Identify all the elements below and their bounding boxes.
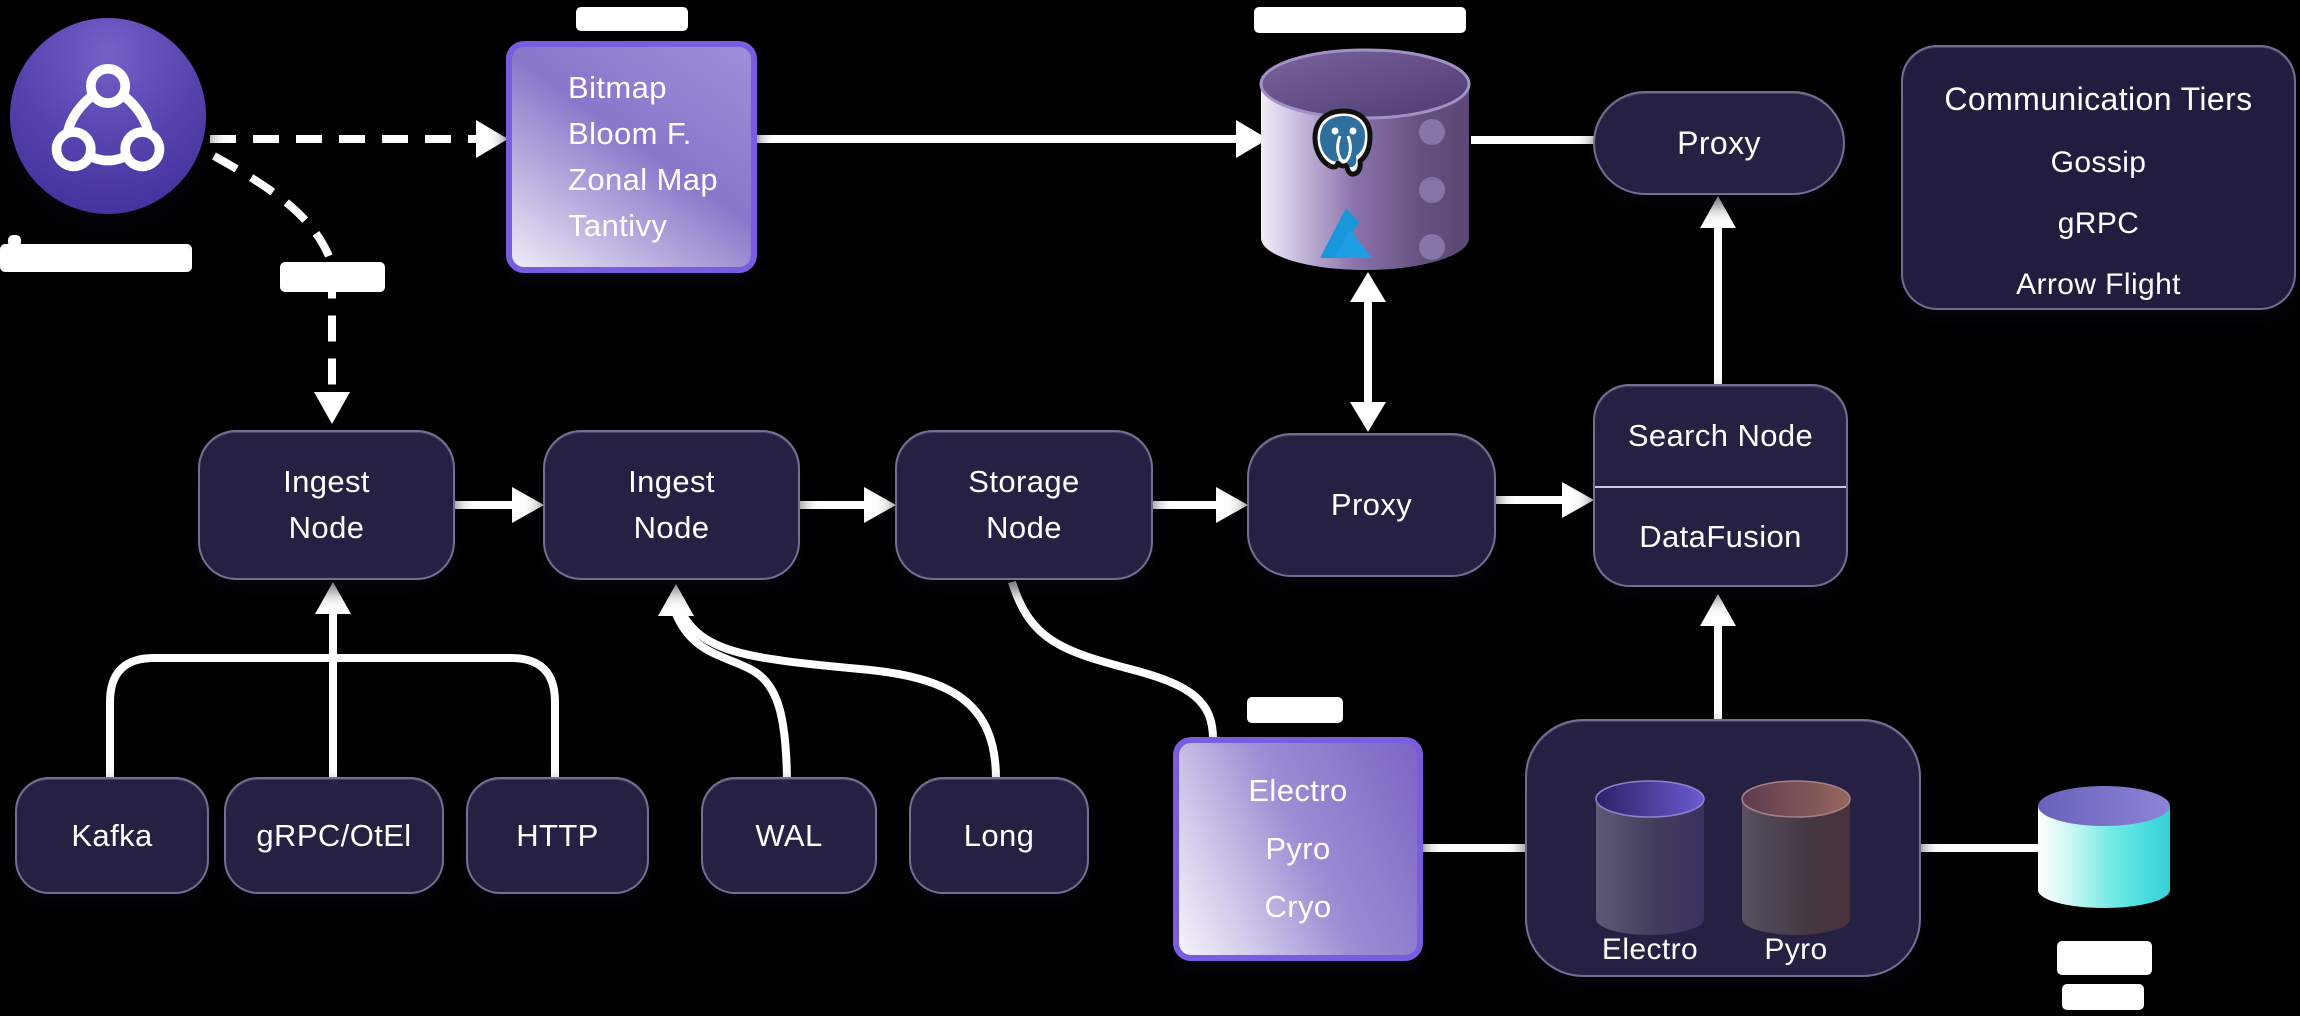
proxy-top-label: Proxy	[1677, 125, 1761, 161]
ingest1-line1: Ingest	[283, 464, 370, 499]
proxy-top-box: Proxy	[1593, 91, 1845, 195]
tier-box: Electro Pyro Cryo	[1173, 737, 1423, 961]
http-label: HTTP	[516, 817, 599, 853]
wal-box: WAL	[701, 777, 877, 894]
storage-line2: Node	[986, 510, 1062, 545]
kafka-label: Kafka	[71, 817, 153, 853]
redacted-label-source	[0, 244, 192, 272]
proxy-mid-box: Proxy	[1247, 433, 1496, 577]
arrowhead-into-proxytop	[1700, 196, 1736, 228]
ingest1-line2: Node	[288, 510, 365, 545]
index-line: Zonal Map	[568, 162, 719, 197]
search-node-top: Search Node	[1595, 386, 1846, 488]
arrowhead-into-datafusion	[1700, 594, 1736, 626]
arrowhead-into-storage	[864, 487, 896, 523]
wire-storage-to-tierbox	[1008, 580, 1217, 740]
ingest2-line2: Node	[633, 510, 710, 545]
storage-node: Storage Node	[895, 430, 1153, 580]
arrowhead-into-ingest2	[512, 487, 544, 523]
redacted-label-tierbox	[1247, 697, 1343, 723]
grpc-otel-label: gRPC/OtEl	[256, 817, 412, 853]
arrowhead-into-proxymid	[1216, 487, 1248, 523]
redacted-label-index	[576, 7, 688, 31]
postgresql-logo	[1312, 108, 1373, 177]
proxy-mid-label: Proxy	[1330, 487, 1413, 522]
legend-title: Communication Tiers	[1944, 81, 2253, 117]
database-cylinder-icon	[1259, 48, 1471, 270]
storage-line1: Storage	[968, 464, 1080, 499]
source-circle	[10, 18, 206, 214]
ingest2-line1: Ingest	[628, 464, 715, 499]
search-node-bottom: DataFusion	[1595, 488, 1846, 585]
redacted-label-metadata	[1254, 7, 1466, 33]
storage-cluster-box: Electro Pyro	[1525, 719, 1921, 977]
arrowhead-into-metadata	[1236, 120, 1268, 158]
arrowhead-into-ingest1-top	[314, 392, 350, 424]
http-box: HTTP	[466, 777, 649, 894]
ingest-node-2: Ingest Node	[543, 430, 800, 580]
datafusion-label: DataFusion	[1639, 518, 1802, 554]
search-node-box: Search Node DataFusion	[1593, 384, 1848, 587]
wal-label: WAL	[755, 817, 823, 853]
search-node-label: Search Node	[1627, 418, 1814, 453]
long-box: Long	[909, 777, 1089, 894]
long-label: Long	[963, 817, 1035, 853]
index-box: Bitmap Bloom F. Zonal Map Tantivy	[506, 41, 757, 273]
tier-line: Cryo	[1264, 889, 1332, 924]
redacted-label-dashed-path	[280, 262, 385, 292]
arrowhead-into-ingest1-bottom	[315, 582, 351, 614]
arrowhead-into-ingest2-bottom	[658, 584, 694, 616]
index-line: Bitmap	[568, 70, 667, 105]
cyan-db	[2036, 784, 2172, 918]
pyro-cylinder-label: Pyro	[1764, 933, 1828, 966]
electro-cylinder-icon	[1595, 780, 1705, 935]
share-network-icon	[51, 63, 165, 172]
arrowhead-into-search	[1562, 482, 1594, 518]
arrowhead-into-proxymid-top	[1350, 402, 1386, 432]
wire-long-to-ingest2	[676, 608, 1000, 780]
redacted-label-source-ascender	[8, 235, 21, 247]
redacted-label-cyandb-2	[2062, 984, 2144, 1010]
grpc-otel-box: gRPC/OtEl	[224, 777, 444, 894]
legend-item: Arrow Flight	[2016, 268, 2181, 301]
index-line: Tantivy	[568, 208, 668, 243]
legend-item: Gossip	[2050, 146, 2147, 179]
wire-source-to-ingest1	[212, 152, 336, 392]
azure-logo	[1320, 208, 1372, 258]
arrowhead-into-index	[476, 120, 508, 158]
redacted-label-cyandb-1	[2057, 941, 2152, 975]
tier-line: Pyro	[1265, 831, 1331, 866]
pyro-cylinder-icon	[1741, 780, 1851, 935]
metadata-db	[1258, 44, 1472, 280]
electro-cylinder-label: Electro	[1601, 933, 1699, 966]
legend-box: Communication Tiers Gossip gRPC Arrow Fl…	[1901, 45, 2296, 310]
index-line: Bloom F.	[568, 116, 692, 151]
legend-item: gRPC	[2057, 207, 2140, 240]
kafka-box: Kafka	[15, 777, 209, 894]
arrowhead-into-metadata-bottom	[1350, 272, 1386, 302]
wire-wal-to-ingest2	[672, 612, 791, 780]
ingest-node-1: Ingest Node	[198, 430, 455, 580]
cyan-database-icon	[2038, 786, 2170, 908]
tier-line: Electro	[1248, 773, 1348, 808]
